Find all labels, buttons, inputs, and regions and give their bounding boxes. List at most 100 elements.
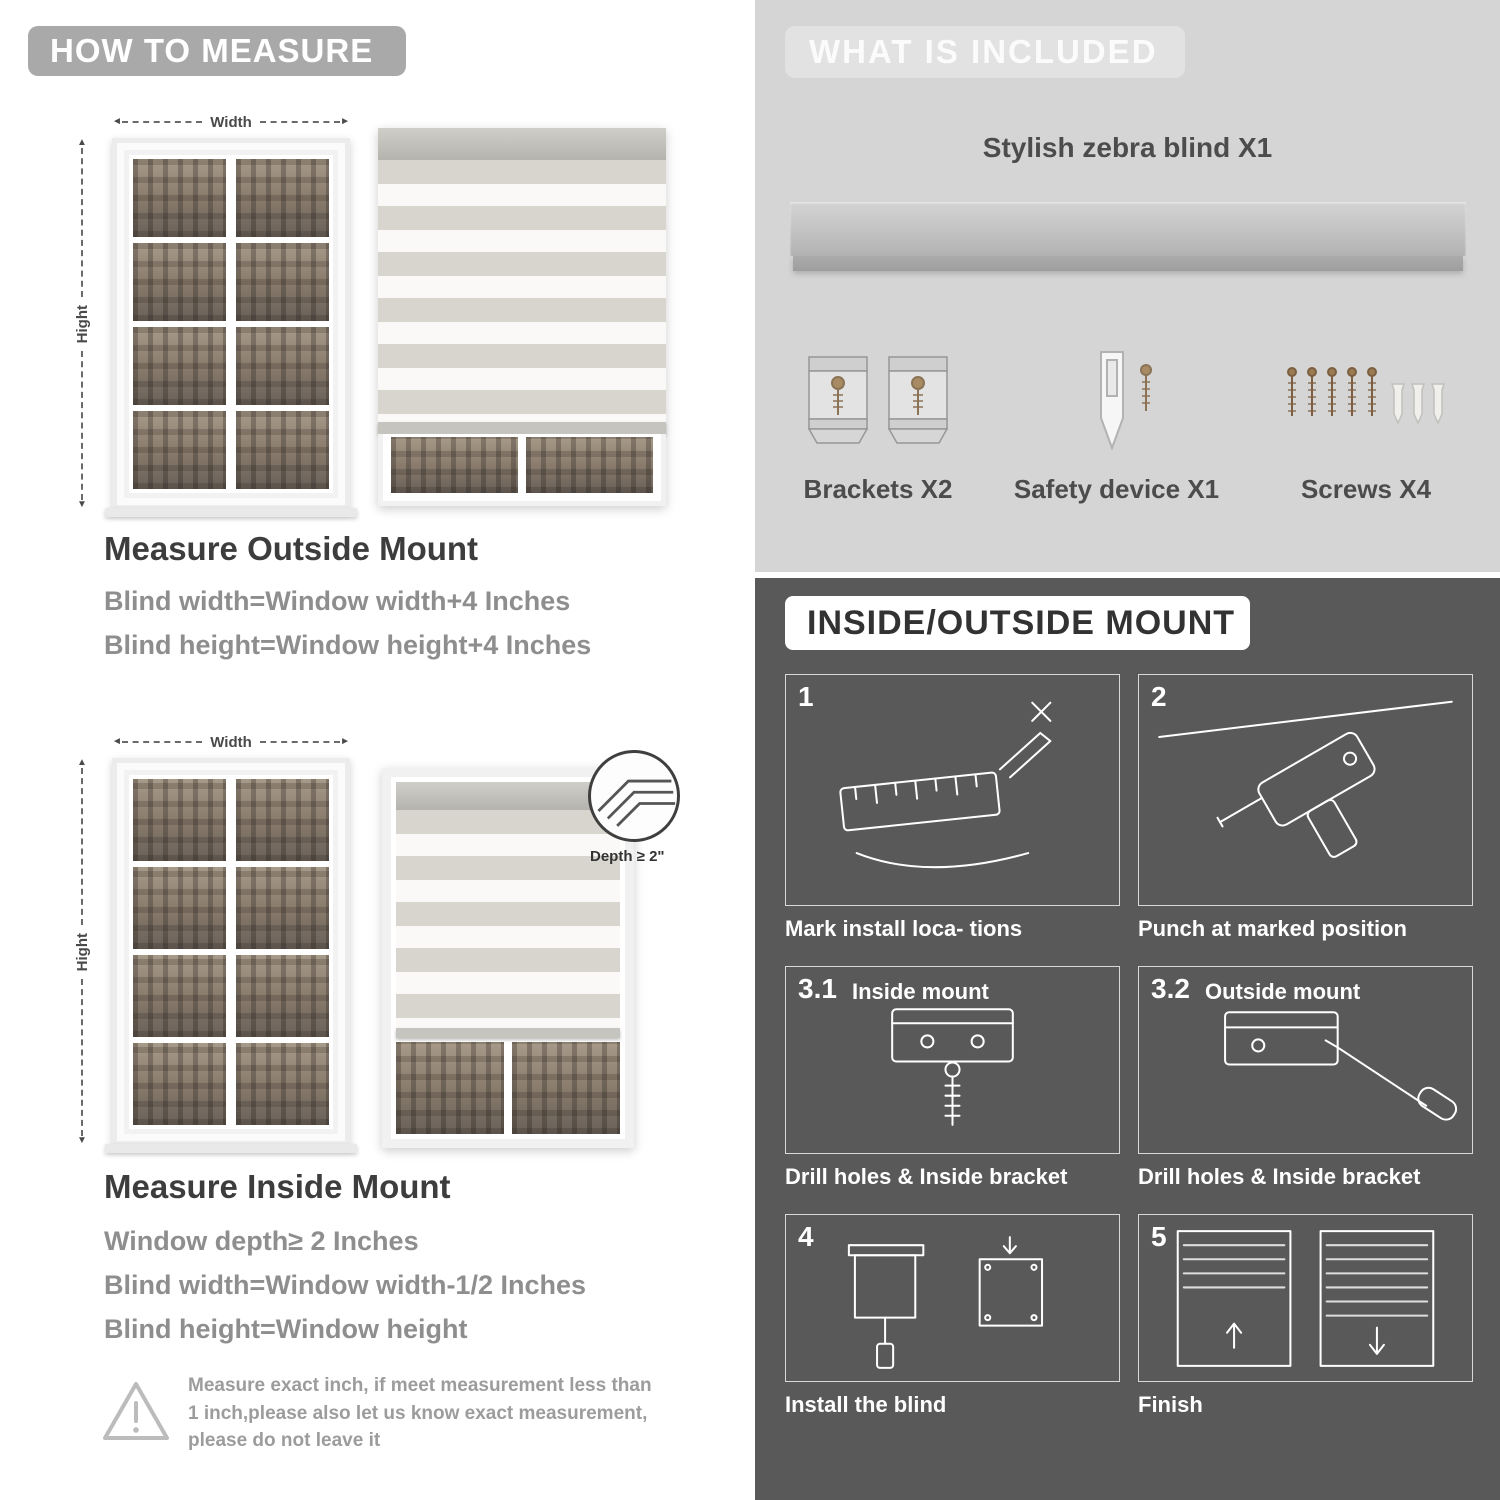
inside-mount-line: Blind height=Window height xyxy=(104,1314,468,1344)
screws-label: Screws X4 xyxy=(1300,474,1432,504)
step-caption: Install the blind xyxy=(785,1392,947,1417)
step-number: 3.1 xyxy=(798,973,837,1004)
width-label: Width xyxy=(210,733,252,751)
inside-mount-line: Blind width=Window width-1/2 Inches xyxy=(104,1270,587,1300)
step-title: Inside mount xyxy=(852,979,989,1004)
dash-line xyxy=(81,351,83,501)
step-4-panel: 4 xyxy=(785,1214,1120,1382)
mount-instructions-section: INSIDE/OUTSIDE MOUNT 1 xyxy=(755,578,1500,1500)
arrow-down-icon: ▼ xyxy=(77,499,87,511)
arrow-right-icon: ► xyxy=(340,116,351,127)
window-illustration-inside xyxy=(105,758,357,1153)
width-arrow-inside: ◄ Width ► xyxy=(112,732,350,752)
what-is-included-banner: WHAT IS INCLUDED xyxy=(785,26,1185,78)
width-arrow-outside: ◄ Width ► xyxy=(112,112,350,132)
arrow-up-icon: ▲ xyxy=(77,137,87,148)
outside-mount-heading: Measure Outside Mount xyxy=(104,530,479,567)
blind-stripes xyxy=(396,810,620,1028)
step-5: 5 Finish xyxy=(1138,1214,1473,1418)
step-3-1: 3.1 Inside mount Drill holes & Insi xyxy=(785,966,1120,1190)
how-to-measure-title: HOW TO MEASURE xyxy=(50,32,374,69)
how-to-measure-banner: HOW TO MEASURE xyxy=(28,26,406,76)
steps-grid: 1 Mark install loca- tions xyxy=(785,674,1473,1418)
zebra-blind-illustration-inside xyxy=(382,768,634,1148)
window-panes xyxy=(124,150,338,498)
mark-locations-icon xyxy=(839,701,1052,869)
width-label: Width xyxy=(210,113,252,131)
blind-headrail xyxy=(378,128,666,160)
safety-device-part: Safety device X1 xyxy=(1014,330,1219,505)
brackets-label: Brackets X2 xyxy=(803,474,953,504)
finish-blinds-icon xyxy=(1176,1230,1435,1367)
inside-bracket-icon xyxy=(891,1008,1014,1126)
window-peek xyxy=(396,1038,620,1134)
step-title: Outside mount xyxy=(1205,979,1361,1004)
mount-banner: INSIDE/OUTSIDE MOUNT xyxy=(785,596,1250,650)
inside-mount-heading: Measure Inside Mount xyxy=(104,1168,451,1205)
outside-mount-line: Blind width=Window width+4 Inches xyxy=(104,586,571,616)
dash-line xyxy=(259,121,341,123)
included-parts-row: Brackets X2 xyxy=(755,330,1500,505)
arrow-left-icon: ◄ xyxy=(112,736,122,747)
inside-mount-line: Window depth≥ 2 Inches xyxy=(104,1226,419,1256)
step-5-panel: 5 xyxy=(1138,1214,1473,1382)
dash-line xyxy=(259,741,341,743)
dash-line xyxy=(81,148,83,297)
safety-device-icon xyxy=(1100,351,1153,451)
height-label: Hight xyxy=(73,304,91,344)
window-corner-icon xyxy=(597,779,676,827)
height-arrow-inside: ▲ Hight ▼ xyxy=(70,758,94,1146)
step-2-panel: 2 xyxy=(1138,674,1473,906)
window-panes xyxy=(124,770,338,1134)
height-arrow-outside: ▲ Hight ▼ xyxy=(70,138,94,510)
step-caption: Mark install loca- tions xyxy=(785,916,1023,941)
outside-bracket-icon xyxy=(1224,1011,1458,1121)
what-is-included-title: WHAT IS INCLUDED xyxy=(809,33,1158,70)
dash-line xyxy=(81,979,83,1137)
zebra-blind-headrail-illustration xyxy=(790,202,1466,271)
step-3-2: 3.2 Outside mount Drill holes & Inside b… xyxy=(1138,966,1473,1190)
step-caption: Drill holes & Inside bracket xyxy=(785,1164,1068,1189)
blind-stripes xyxy=(378,160,666,422)
blind-bottom-rail xyxy=(378,422,666,434)
step-4: 4 I xyxy=(785,1214,1120,1418)
brackets-part: Brackets X2 xyxy=(803,330,953,505)
screws-icon xyxy=(1286,367,1446,425)
step-caption: Finish xyxy=(1138,1392,1203,1417)
screws-part: Screws X4 xyxy=(1280,330,1452,505)
install-blind-icon xyxy=(847,1236,1044,1369)
arrow-up-icon: ▲ xyxy=(77,757,87,768)
step-number: 3.2 xyxy=(1151,973,1190,1004)
section-divider xyxy=(755,572,1500,578)
dash-line xyxy=(121,121,203,123)
step-3-1-panel: 3.1 Inside mount xyxy=(785,966,1120,1154)
blind-label: Stylish zebra blind X1 xyxy=(982,132,1273,163)
depth-callout-circle xyxy=(588,750,680,842)
step-number: 5 xyxy=(1151,1221,1167,1252)
arrow-right-icon: ► xyxy=(340,736,351,747)
dash-line xyxy=(81,768,83,925)
how-to-measure-panel: HOW TO MEASURE ◄ Width ► ▲ Hight ▼ xyxy=(28,26,680,1452)
dash-line xyxy=(121,741,203,743)
step-2: 2 Punch at marked posi xyxy=(1138,674,1473,942)
step-3-2-panel: 3.2 Outside mount xyxy=(1138,966,1473,1154)
step-number: 1 xyxy=(798,681,814,712)
blind-headrail xyxy=(396,782,620,810)
measurement-note: Measure exact inch, if meet measurement … xyxy=(188,1375,652,1452)
height-label: Hight xyxy=(73,932,91,972)
step-caption: Punch at marked position xyxy=(1138,916,1407,941)
step-caption: Drill holes & Inside bracket xyxy=(1138,1164,1421,1189)
window-illustration-outside xyxy=(105,138,357,517)
depth-label: Depth ≥ 2" xyxy=(590,848,665,865)
what-is-included-section: WHAT IS INCLUDED Stylish zebra blind X1 xyxy=(755,0,1500,572)
safety-device-label: Safety device X1 xyxy=(1013,474,1220,504)
warning-icon xyxy=(103,1382,169,1440)
outside-mount-line: Blind height=Window height+4 Inches xyxy=(104,630,592,660)
step-number: 4 xyxy=(798,1221,814,1252)
step-1: 1 Mark install loca- tions xyxy=(785,674,1120,942)
arrow-left-icon: ◄ xyxy=(112,116,122,127)
bracket-icon xyxy=(887,356,949,444)
arrow-down-icon: ▼ xyxy=(77,1135,87,1147)
right-panel: WHAT IS INCLUDED Stylish zebra blind X1 xyxy=(755,0,1500,1500)
